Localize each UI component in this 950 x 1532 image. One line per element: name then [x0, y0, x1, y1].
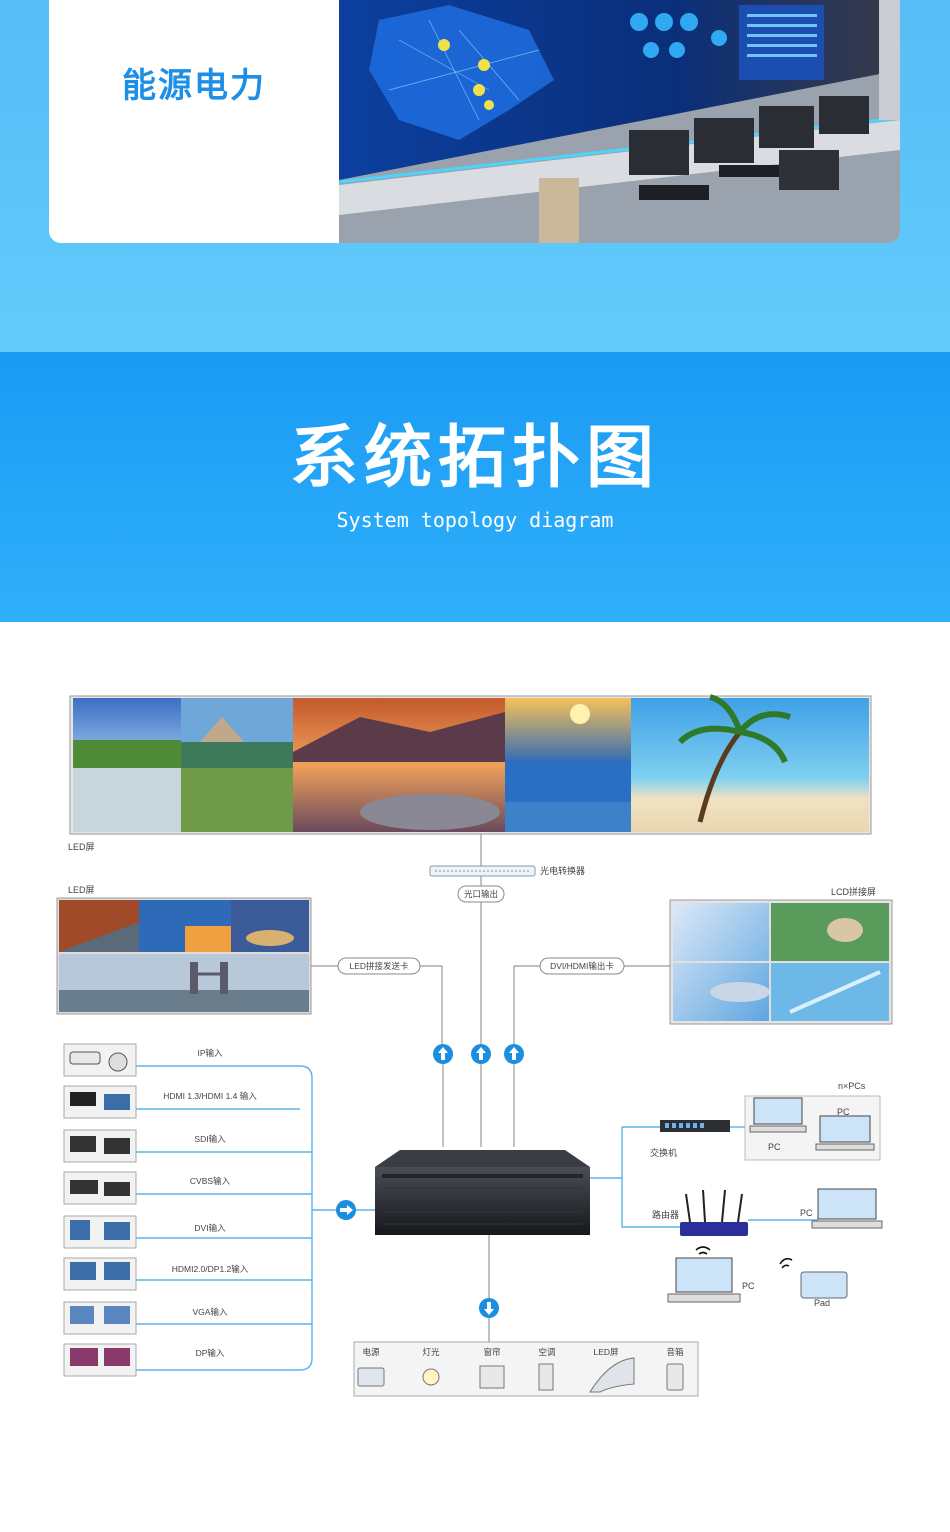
control-room-photo	[339, 0, 900, 243]
input-label-hdmi: HDMI 1.3/HDMI 1.4 输入	[163, 1091, 257, 1101]
led-wall-left	[56, 897, 312, 1015]
pad	[800, 1271, 848, 1299]
input-label-dp: DP输入	[196, 1348, 225, 1358]
pad-label: Pad	[814, 1298, 830, 1308]
controlled-devices	[353, 1341, 699, 1397]
led-left-label: LED屏	[68, 885, 95, 895]
case-card[interactable]: 能源电力	[49, 0, 900, 243]
converter-label: 光电转换器	[540, 865, 585, 876]
input-wires	[136, 1065, 375, 1371]
device-label-led: LED屏	[593, 1347, 619, 1357]
section-title: 系统拓扑图	[289, 419, 660, 498]
input-device-sdi	[63, 1129, 137, 1163]
pc-right	[811, 1188, 883, 1229]
signal-icon	[779, 1257, 793, 1269]
pc-label-1: PC	[768, 1142, 781, 1152]
led-wall-top	[69, 694, 872, 835]
input-label-hdmi2: HDMI2.0/DP1.2输入	[172, 1264, 249, 1274]
switch-label: 交换机	[650, 1147, 677, 1158]
output-arrows	[433, 1044, 524, 1064]
speaker-icon	[666, 1363, 684, 1391]
input-device-dvi	[63, 1215, 137, 1249]
device-label-curtain: 窗帘	[483, 1347, 500, 1357]
topology-diagram: LED屏 光电转换器 光口输出 LED屏 LED拼接发送卡 LCD拼接屏	[56, 694, 893, 1397]
pc-label-3: PC	[800, 1208, 813, 1218]
video-processor	[375, 1150, 590, 1235]
pc-group	[744, 1095, 881, 1161]
pc-label-2: PC	[837, 1107, 850, 1117]
section-subtitle: System topology diagram	[336, 508, 614, 532]
pc-label-4: PC	[742, 1281, 755, 1291]
input-device-cvbs	[63, 1171, 137, 1205]
input-device-dp	[63, 1343, 137, 1377]
input-sources	[63, 1043, 137, 1377]
input-labels: IP输入 HDMI 1.3/HDMI 1.4 输入 SDI输入 CVBS输入 D…	[163, 1048, 257, 1358]
device-label-light: 灯光	[422, 1347, 440, 1357]
device-label-aircon: 空调	[538, 1347, 555, 1357]
light-icon	[422, 1368, 440, 1386]
router-label: 路由器	[652, 1209, 679, 1220]
router	[680, 1189, 748, 1236]
device-labels: 电源 灯光 窗帘 空调 LED屏 音箱	[362, 1347, 684, 1357]
input-label-vga: VGA输入	[193, 1307, 228, 1317]
input-label-ip: IP输入	[197, 1048, 223, 1058]
led-card-label: LED拼接发送卡	[349, 961, 409, 971]
device-label-speaker: 音箱	[666, 1347, 684, 1357]
fiber-out-label: 光口输出	[464, 889, 498, 899]
led-screen-icon	[589, 1357, 635, 1393]
device-label-power: 电源	[362, 1347, 380, 1357]
led-top-label: LED屏	[68, 842, 95, 852]
curtain-icon	[479, 1365, 505, 1389]
dvi-card-label: DVI/HDMI输出卡	[550, 961, 614, 971]
npcs-label: n×PCs	[838, 1081, 866, 1091]
wifi-icon	[695, 1246, 711, 1255]
lcd-wall	[669, 899, 893, 1025]
aircon-icon	[538, 1363, 554, 1391]
input-device-ip	[63, 1043, 137, 1077]
section-header	[0, 352, 950, 622]
case-title: 能源电力	[122, 66, 266, 106]
input-label-cvbs: CVBS输入	[190, 1176, 231, 1186]
input-device-hdmi	[63, 1085, 137, 1119]
input-label-sdi: SDI输入	[194, 1134, 226, 1144]
laptop	[667, 1257, 741, 1303]
network-switch	[660, 1120, 730, 1132]
lcd-label: LCD拼接屏	[831, 886, 876, 897]
input-device-hdmi2	[63, 1257, 137, 1291]
input-label-dvi: DVI输入	[194, 1223, 226, 1233]
optical-converter	[429, 865, 536, 877]
power-icon	[357, 1367, 385, 1387]
input-device-vga	[63, 1301, 137, 1335]
